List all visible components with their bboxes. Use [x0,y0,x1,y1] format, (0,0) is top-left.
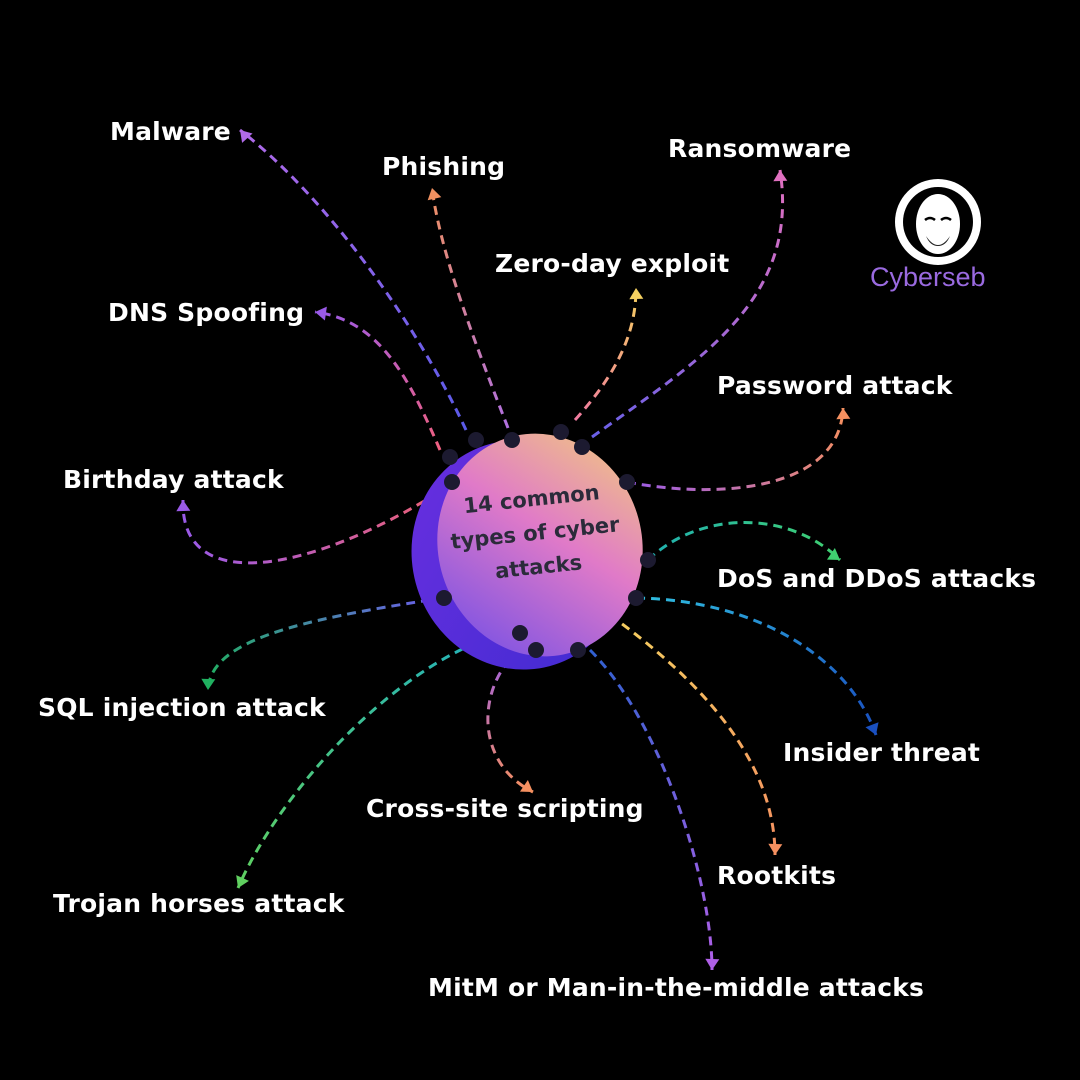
connector-node [528,642,544,658]
label-password-attack: Password attack [717,371,953,400]
connector-birthday [181,483,451,565]
arrowhead-icon [768,843,783,855]
label-dns-spoofing: DNS Spoofing [108,298,305,327]
connector-node [468,432,484,448]
label-malware: Malware [110,117,231,146]
connector-node [628,590,644,606]
connector-dos [646,521,842,562]
connector-node [570,642,586,658]
connector-malware [239,128,468,431]
label-trojan: Trojan horses attack [53,889,345,918]
arrowhead-icon [865,722,879,735]
label-mitm: MitM or Man-in-the-middle attacks [428,973,925,1002]
label-ransomware: Ransomware [668,134,852,163]
arrowhead-icon [826,548,840,560]
brand-name: Cyberseb [870,262,986,292]
connector-password [626,407,845,492]
connector-insider [635,596,878,736]
arrowhead-icon [201,678,216,690]
center-title: 14 common types of cyber attacks [449,480,621,584]
connector-dns [314,310,442,451]
connector-node [436,590,452,606]
connector-node [553,424,569,440]
connector-node [574,439,590,455]
connector-node [444,474,460,490]
connector-node [640,552,656,568]
label-sql-injection: SQL injection attack [38,693,326,722]
connector-node [619,474,635,490]
arrowhead-icon [773,170,788,182]
connector-xss [486,648,534,794]
connector-node [512,625,528,641]
connector-trojan [236,631,506,889]
arrowhead-icon [629,288,644,300]
label-rootkits: Rootkits [717,861,837,890]
avatar-logo [895,179,981,265]
connector-phishing [430,187,510,429]
arrowhead-icon [427,188,442,201]
arrowhead-icon [315,306,327,321]
label-dos: DoS and DDoS attacks [717,564,1037,593]
connector-sql [206,598,431,691]
label-xss: Cross-site scripting [366,794,644,823]
label-zero-day: Zero-day exploit [495,249,730,278]
arrowhead-icon [240,130,253,143]
center-disc [411,433,643,670]
arrowhead-icon [705,958,720,970]
label-insider-threat: Insider threat [783,738,981,767]
label-phishing: Phishing [382,152,506,181]
connector-ransomware [591,169,785,439]
arrowhead-icon [176,500,191,512]
arrowhead-icon [519,780,533,792]
connector-zero-day [573,287,638,422]
arrowhead-icon [836,408,851,420]
label-birthday-attack: Birthday attack [63,465,284,494]
arrowhead-icon [236,875,249,888]
connector-node [442,449,458,465]
connector-node [504,432,520,448]
